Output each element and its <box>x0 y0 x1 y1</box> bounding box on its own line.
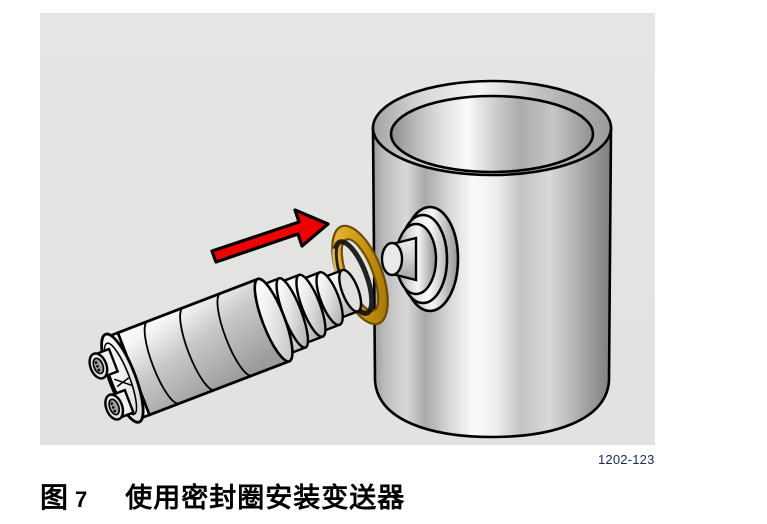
insertion-arrow <box>210 208 330 264</box>
transmitter-assembly <box>88 268 363 424</box>
pipe-bore <box>389 94 595 174</box>
connector-lower <box>104 388 135 421</box>
technical-illustration <box>88 79 613 439</box>
nozzle-stub-face <box>380 241 404 277</box>
figure-caption: 图 7 使用密封圈安装变送器 <box>40 481 406 514</box>
nozzle-boss <box>380 205 460 313</box>
figure-id-code: 1202-123 <box>598 452 655 467</box>
caption-title: 使用密封圈安装变送器 <box>125 483 406 514</box>
caption-number: 7 <box>75 487 88 512</box>
connector-upper <box>88 347 120 380</box>
transmitter-connectors <box>88 347 135 421</box>
caption-label: 图 <box>40 481 69 514</box>
figure-panel <box>40 13 655 445</box>
pipe-vessel <box>371 79 613 439</box>
